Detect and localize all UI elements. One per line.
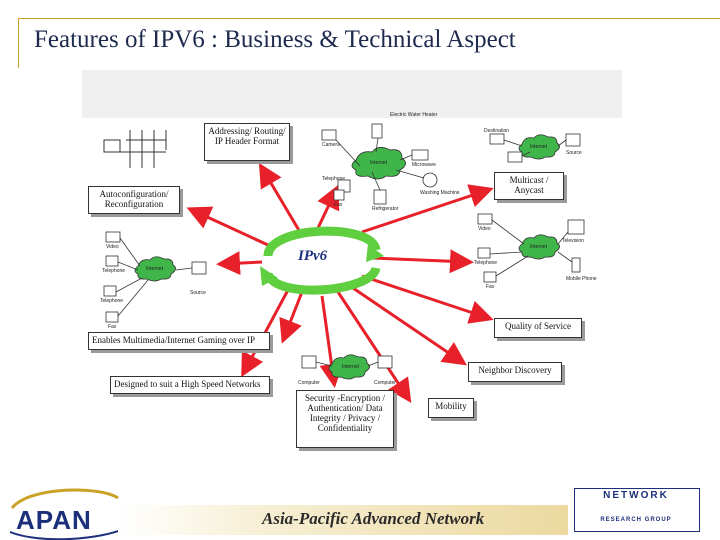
left-rule	[18, 18, 19, 68]
label-security-internet: Internet	[342, 364, 359, 370]
video-icon	[477, 213, 493, 225]
computer-icon-left	[301, 355, 317, 369]
label-fax-top: Fax	[334, 202, 343, 208]
feature-neighbor-discovery: Neighbor Discovery	[468, 362, 562, 382]
feature-mobility: Mobility	[428, 398, 474, 418]
telephone-icon-left-2	[103, 285, 117, 297]
label-microwave: Microwave	[412, 162, 436, 168]
telephone-icon-left	[105, 255, 119, 267]
footer-tagline: Asia-Pacific Advanced Network	[262, 509, 485, 528]
destination-computer-icon	[489, 133, 505, 145]
label-multicast-internet: Internet	[530, 144, 547, 150]
feature-security: Security -Encryption / Authentication/ D…	[296, 390, 394, 448]
right-internet-cloud	[518, 234, 560, 260]
washing-machine-icon	[422, 172, 438, 188]
source-computer-icon-left	[191, 261, 207, 275]
ipv6-cycle-icon	[260, 226, 384, 295]
label-telephone-right: Telephone	[474, 260, 498, 266]
apan-logo: APAN	[16, 505, 92, 535]
arrow-right-devices	[371, 249, 474, 274]
camera-icon	[321, 129, 337, 141]
label-source-left: Source	[190, 290, 206, 296]
arrow-left-devices	[216, 251, 263, 276]
label-computer-right: Computer	[374, 380, 396, 386]
security-cluster	[301, 354, 393, 380]
feature-multimedia: Enables Multimedia/Internet Gaming over …	[88, 332, 270, 350]
arrow-multimedia	[279, 291, 304, 344]
source-computer-icon	[565, 133, 581, 147]
arrow-qos	[361, 274, 494, 324]
arrow-highspeed	[241, 289, 290, 378]
fax-icon	[333, 189, 345, 201]
label-destination: Destination	[484, 128, 510, 134]
label-computer-left: Computer	[298, 380, 320, 386]
mobile-phone-icon	[571, 257, 581, 273]
refrigerator-icon	[373, 189, 387, 205]
television-icon	[567, 219, 585, 235]
computer-icon-right	[377, 355, 393, 369]
partner-logo	[574, 488, 700, 532]
label-left-internet: Internet	[146, 266, 163, 272]
label-washing-machine: Washing Machine	[420, 190, 460, 196]
feature-autoconfig: Autoconfiguration/ Reconfiguration	[88, 186, 180, 214]
label-right-internet: Internet	[530, 244, 547, 250]
arrow-neighbor	[349, 284, 467, 366]
label-telephone-left-2: Telephone	[100, 298, 124, 304]
right-device-cluster	[477, 213, 585, 283]
multicast-cluster	[489, 133, 581, 163]
label-video-left: Video	[106, 244, 119, 250]
feature-multicast: Multicast / Anycast	[494, 172, 564, 200]
label-telephone-top: Telephone	[322, 176, 346, 182]
arrow-top-devices	[316, 184, 340, 229]
label-source-multicast: Source	[566, 150, 582, 156]
label-telephone-left: Telephone	[102, 268, 126, 274]
feature-qos: Quality of Service	[494, 318, 582, 338]
label-mobile-phone: Mobile Phone	[566, 276, 597, 282]
ipv6-label: IPv6	[298, 248, 328, 264]
label-refrigerator: Refrigerator	[372, 206, 399, 212]
arrow-multicast	[361, 184, 494, 234]
partner-logo-bottom: RESEARCH GROUP	[600, 517, 672, 523]
top-rule	[18, 18, 720, 19]
label-water-heater: Electric Water Heater	[390, 112, 438, 118]
label-television: Television	[562, 238, 584, 244]
partner-logo-top: NETWORK	[603, 490, 669, 501]
top-internet-cloud	[351, 147, 406, 180]
label-fax-right: Fax	[486, 284, 495, 290]
fax-icon-left	[105, 311, 119, 323]
apan-logo-swoosh	[9, 488, 127, 540]
label-top-internet: Internet	[370, 160, 387, 166]
label-camera: Camera	[322, 142, 340, 148]
header-band	[82, 70, 622, 118]
fax-icon-right	[483, 271, 497, 283]
label-video-right: Video	[478, 226, 491, 232]
arrow-addressing	[258, 162, 302, 233]
water-heater-icon	[371, 123, 383, 139]
footer-banner	[118, 505, 568, 535]
top-device-cluster	[321, 123, 438, 205]
microwave-icon	[411, 149, 429, 161]
left-device-cluster	[103, 231, 207, 323]
label-fax-left: Fax	[108, 324, 117, 330]
network-bus-icon	[103, 130, 167, 168]
arrow-autoconfig	[186, 206, 269, 247]
video-icon-left	[105, 231, 121, 243]
feature-highspeed: Designed to suit a High Speed Networks	[110, 376, 270, 394]
destination-computer-icon-2	[507, 151, 523, 163]
telephone-icon-right	[477, 247, 491, 259]
arrow-mobility	[336, 291, 412, 404]
feature-addressing: Addressing/ Routing/ IP Header Format	[204, 123, 290, 161]
security-internet-cloud	[328, 354, 370, 380]
left-internet-cloud	[134, 256, 176, 282]
slide-title: Features of IPV6 : Business & Technical …	[34, 26, 516, 53]
